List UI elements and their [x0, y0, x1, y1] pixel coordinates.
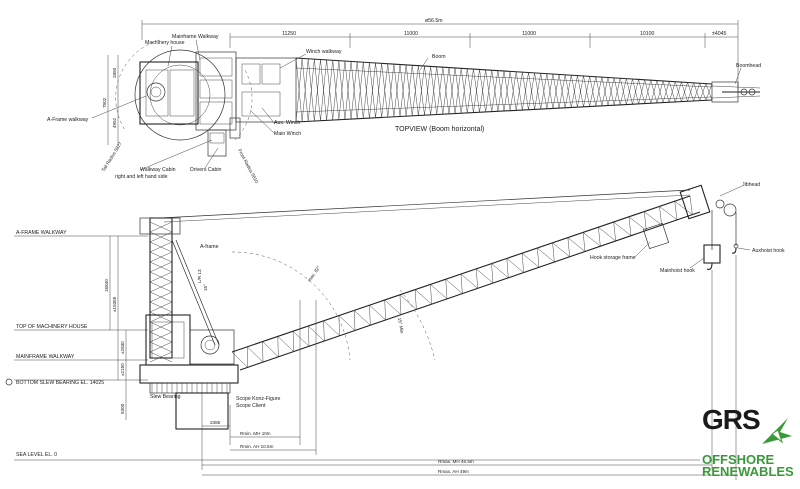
- top-view: ø56.5m 11250 11000 11000 10100 ±4045 285…: [47, 18, 761, 184]
- label-aux-winch: Aux. Winch: [274, 120, 300, 126]
- label-walkway-cabin: Walkway Cabin: [140, 167, 176, 173]
- vdim-1: 16840: [104, 279, 109, 292]
- label-mainframe-walkway: Mainframe Walkway: [172, 34, 219, 40]
- label-sea-level: SEA LEVEL EL. 0: [16, 452, 57, 458]
- seg-dim-4: 10100: [640, 31, 655, 37]
- boom-top-lattice: [295, 57, 713, 123]
- label-scope-kons: Scope Konz-Figure: [236, 396, 281, 402]
- label-bottom-slew: BOTTOM SLEW BEARING EL. 14025: [16, 380, 104, 386]
- label-tail-radius: Tail Radius 5827: [101, 141, 123, 173]
- overall-dim: ø56.5m: [425, 18, 443, 24]
- label-a-frame: A-frame: [200, 244, 219, 250]
- seg-dim-5: ±4045: [712, 31, 727, 37]
- label-slew-bearing: Slew Bearing: [150, 394, 181, 400]
- label-top-machinery: TOP OF MACHINERY HOUSE: [16, 324, 88, 330]
- label-angle-max: max. 82°: [307, 265, 322, 283]
- radius-rmax-ah: Rmax. AH 49m: [438, 469, 469, 474]
- label-lr-small: 15°: [203, 284, 208, 291]
- boom-side-lattice: [231, 195, 701, 371]
- label-mainhoist-hook: Mainhoist hook: [660, 268, 695, 274]
- label-scope-client: Scope Client: [236, 403, 266, 409]
- slew-bearing-teeth: [151, 383, 228, 393]
- radius-d1: 2385: [210, 420, 221, 425]
- a-frame-lattice: [149, 221, 173, 363]
- label-boom: Boom: [432, 54, 446, 60]
- side-view: A-FRAME WALKWAY TOP OF MACHINERY HOUSE M…: [5, 182, 785, 480]
- side-dim-3: 4952: [112, 117, 117, 128]
- label-boomhead: Boomhead: [736, 63, 761, 69]
- label-jibhead: Jibhead: [742, 182, 760, 188]
- label-side-mainframe-walkway: MAINFRAME WALKWAY: [16, 354, 75, 360]
- label-front-radius: Front Radius 5810: [237, 148, 259, 184]
- label-drivers-cabin: Drivers Cabin: [190, 167, 222, 173]
- label-ir: L/R 13: [197, 269, 202, 283]
- vdim-2: ±15355: [112, 296, 117, 312]
- label-side-a-frame-walkway: A-FRAME WALKWAY: [16, 230, 67, 236]
- logo-grs-text: GRS: [702, 404, 761, 435]
- seg-dim-2: 11000: [404, 31, 418, 37]
- logo-renewables: RENEWABLES: [702, 464, 794, 479]
- label-machinery-house: Machinery house: [145, 40, 185, 46]
- grs-logo: GRS OFFSHORE RENEWABLES: [698, 404, 798, 484]
- seg-dim-1: 11250: [282, 31, 296, 37]
- side-dim-2: 7802: [102, 97, 107, 108]
- vdim-3: ±2830: [120, 341, 125, 354]
- wind-star-icon: [762, 418, 792, 444]
- radius-rmin-ah: Rmin. AH 10.5m: [240, 444, 274, 449]
- label-walkway-cabin-2: right and left hand side: [115, 174, 168, 180]
- logo-offshore: OFFSHORE: [702, 452, 775, 467]
- logo-offshore-renewables: OFFSHORE RENEWABLES: [702, 452, 794, 479]
- seg-dim-3: 11000: [522, 31, 536, 37]
- label-winch-walkway: Winch walkway: [306, 49, 342, 55]
- vdim-4: ±2150: [120, 363, 125, 376]
- radius-rmin-mh: Rmin. MH 10m: [240, 431, 271, 436]
- vdim-5: 5300: [120, 403, 125, 414]
- side-dim-1: 2850: [112, 67, 117, 78]
- label-a-frame-walkway: A-Frame walkway: [47, 117, 89, 123]
- label-angle-min: 15° Min.: [397, 317, 405, 335]
- label-auxhoist-hook: Auxhoist hook: [752, 248, 785, 254]
- label-main-winch: Main Winch: [274, 131, 301, 137]
- top-view-title: TOPVIEW (Boom horizontal): [395, 126, 484, 133]
- label-hook-storage: Hook storage frame: [590, 255, 636, 261]
- radius-rmax-mh: Rmax. MH 46.5m: [438, 459, 474, 464]
